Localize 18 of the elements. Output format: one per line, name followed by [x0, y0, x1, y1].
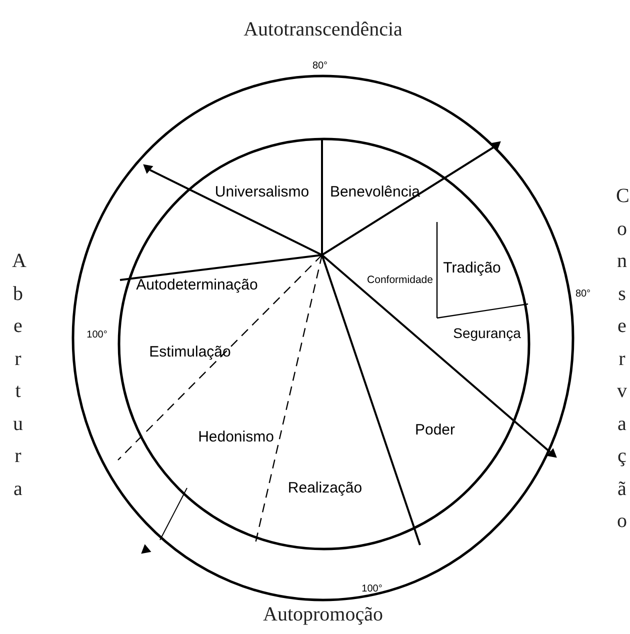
value-label: Estimulação: [149, 344, 231, 360]
value-label: Benevolência: [330, 184, 420, 200]
value-label: Autodeterminação: [136, 276, 258, 294]
value-label: Segurança: [453, 325, 521, 341]
value-label: Conformidade: [367, 274, 433, 286]
value-label: Poder: [414, 422, 456, 438]
dimension-title: Autopromoção: [263, 604, 383, 626]
dimension-title: Abertura: [12, 249, 24, 502]
value-label: Realização: [288, 480, 362, 496]
degree-label: 80°: [575, 288, 591, 300]
dimension-title: Conservação: [616, 184, 628, 534]
dimension-title: Autotranscendência: [244, 18, 402, 42]
degree-label: 80°: [312, 60, 328, 72]
value-label: Hedonismo: [198, 428, 274, 446]
value-label: Universalismo: [214, 184, 310, 200]
degree-label: 100°: [362, 584, 382, 594]
degree-label: 100°: [86, 330, 108, 340]
value-label: Tradição: [443, 260, 501, 276]
